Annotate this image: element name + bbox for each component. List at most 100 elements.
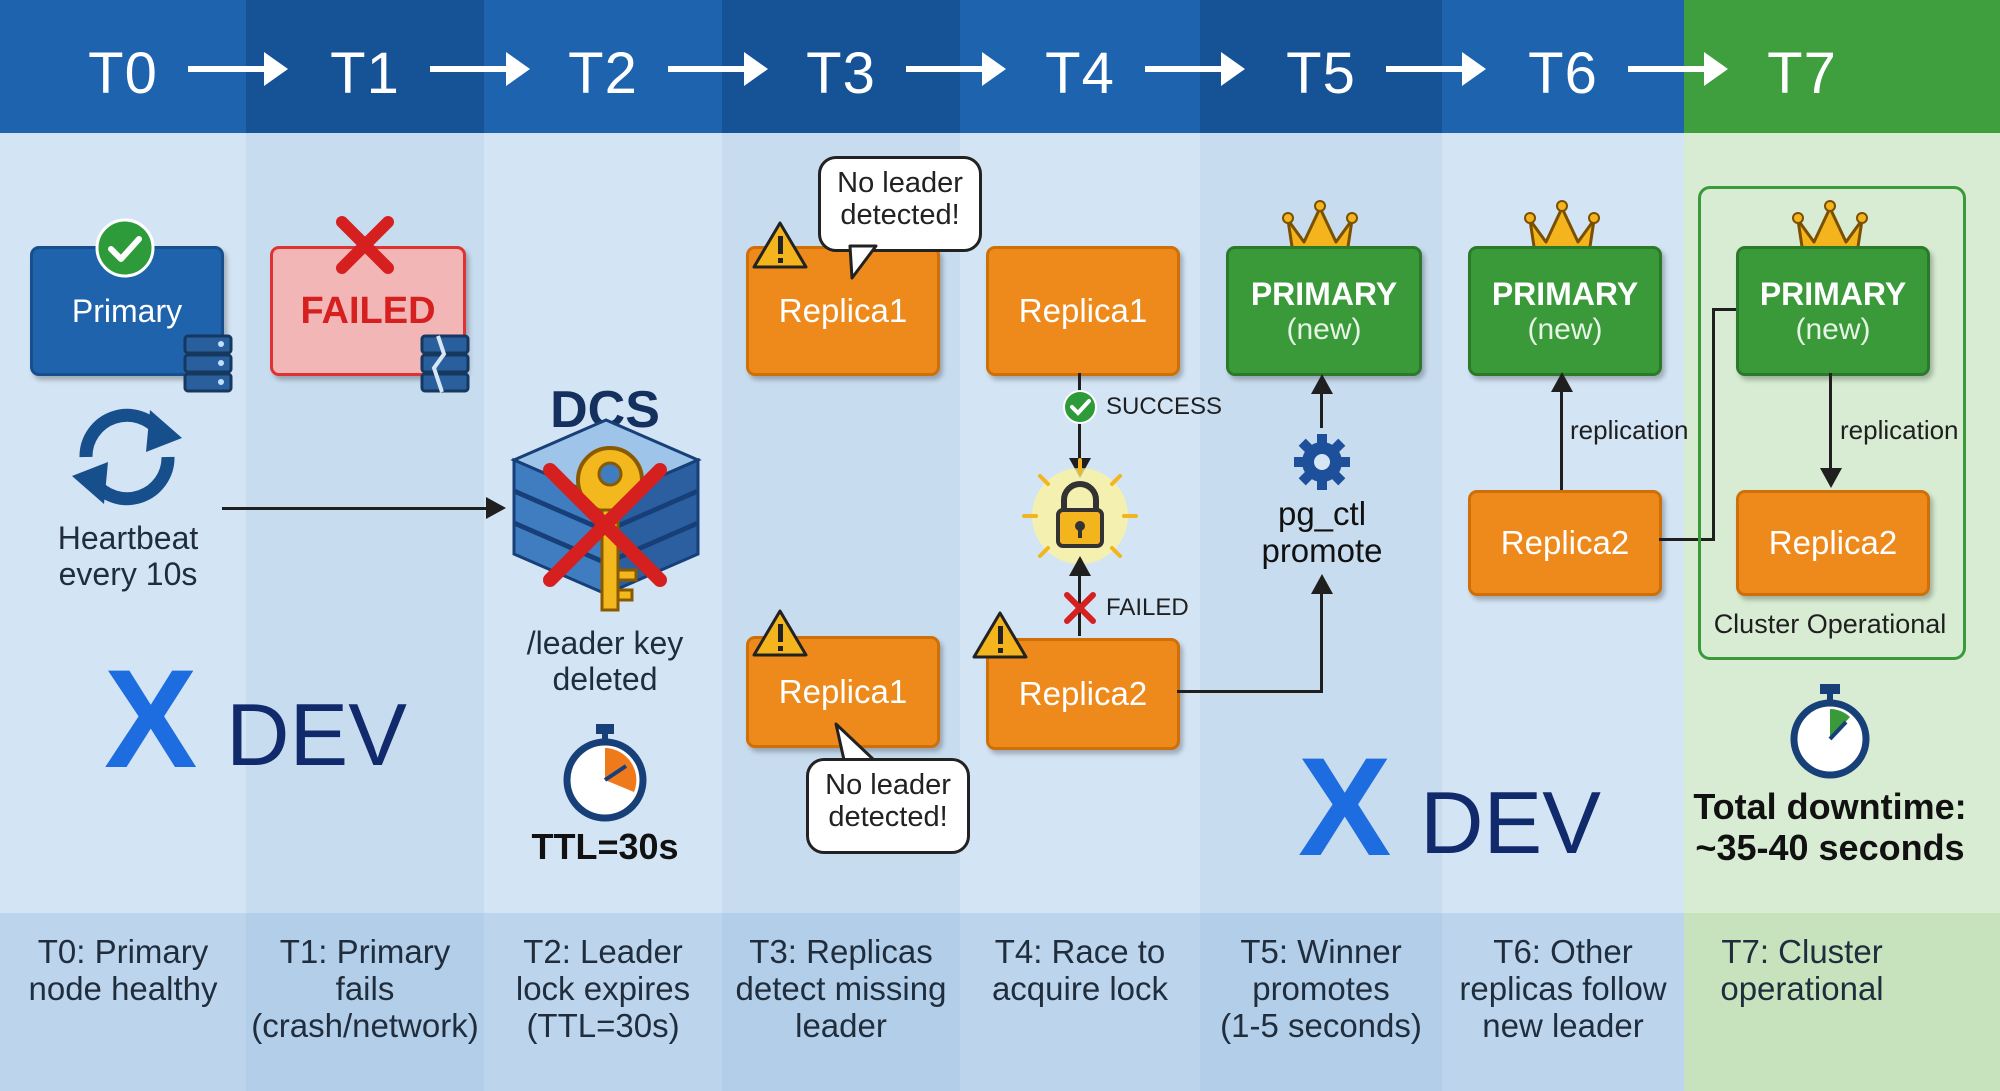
- warning-icon: [752, 221, 808, 269]
- timeline-arrow: [430, 52, 530, 86]
- caption-line: operational: [1720, 970, 1884, 1007]
- success-label: SUCCESS: [1106, 393, 1223, 420]
- logo-dev: DEV: [226, 685, 407, 784]
- cross-connector-top: [1712, 308, 1736, 311]
- new-primary-t7: PRIMARY (new): [1736, 246, 1930, 376]
- timeline-arrow: [668, 52, 768, 86]
- stopwatch-icon: [1790, 684, 1870, 779]
- caption-line: detect missing: [735, 970, 947, 1007]
- column-footer: [722, 913, 960, 1091]
- arrowhead: [1311, 374, 1333, 394]
- cluster-operational-frame: [1698, 186, 1966, 660]
- xdev-logo: X DEV: [1298, 728, 1618, 885]
- caption-line: (1-5 seconds): [1220, 1007, 1422, 1044]
- caption-line: replicas follow: [1459, 970, 1667, 1007]
- arrowhead: [1311, 574, 1333, 594]
- leader-key-deleted: /leader key deleted: [526, 625, 684, 697]
- caption-line: acquire lock: [991, 970, 1169, 1007]
- heartbeat-arrow: [222, 507, 490, 510]
- caption-line: new leader: [1482, 1007, 1644, 1044]
- success-check-icon: [1063, 390, 1097, 424]
- failed-x-icon: [1064, 592, 1096, 624]
- timeline-label-t2: T2: [568, 41, 638, 106]
- timeline-label-t1: T1: [330, 41, 400, 106]
- caption-line: T5: Winner: [1240, 933, 1402, 970]
- warning-icon: [972, 611, 1028, 659]
- caption-line: fails: [335, 970, 395, 1007]
- timeline-arrow: [1145, 52, 1245, 86]
- broken-server-icon: [420, 334, 470, 393]
- promote-connector-vertical: [1320, 590, 1323, 693]
- bubble-tail: [848, 244, 878, 280]
- logo-x: X: [104, 640, 198, 797]
- caption-line: (TTL=30s): [526, 1007, 680, 1044]
- x-mark-icon: [336, 216, 394, 274]
- timeline-arrow: [188, 52, 288, 86]
- replication-label: replication: [1840, 415, 1959, 445]
- caption-line: lock expires: [515, 970, 691, 1007]
- column-footer: [1200, 913, 1442, 1091]
- arrowhead: [1820, 468, 1842, 488]
- caption-line: T1: Primary: [279, 933, 451, 970]
- arrowhead: [1069, 556, 1091, 576]
- timeline-arrow: [1386, 52, 1486, 86]
- caption-line: T4: Race to: [994, 933, 1166, 970]
- caption-line: T0: Primary: [37, 933, 209, 970]
- logo-x: X: [1298, 728, 1392, 885]
- column-t1: [246, 0, 484, 1091]
- caption-line: (crash/network): [251, 1007, 479, 1044]
- caption-line: T2: Leader: [523, 933, 683, 970]
- gear-icon: [1294, 434, 1350, 490]
- timeline-label-t5: T5: [1286, 41, 1356, 106]
- timeline-arrow: [1628, 52, 1728, 86]
- column-footer: [960, 913, 1200, 1091]
- no-leader-bubble-bottom: No leader detected!: [806, 758, 970, 854]
- lock-icon: [1022, 458, 1138, 574]
- column-footer: [1684, 913, 2000, 1091]
- caption-line: leader: [795, 1007, 887, 1044]
- replication-label: replication: [1570, 415, 1689, 445]
- failed-label: FAILED: [300, 289, 436, 332]
- caption-line: node healthy: [28, 970, 218, 1007]
- warning-icon: [752, 609, 808, 657]
- refresh-icon: [72, 408, 182, 506]
- cluster-operational-label: Cluster Operational: [1713, 609, 1947, 639]
- column-footer: [484, 913, 722, 1091]
- timeline-label-t3: T3: [806, 41, 876, 106]
- timeline-label-t6: T6: [1528, 41, 1598, 106]
- no-leader-bubble-top: No leader detected!: [818, 156, 982, 252]
- column-footer: [246, 913, 484, 1091]
- replication-line: [1829, 373, 1832, 473]
- total-downtime: Total downtime: ~35-40 seconds: [1693, 786, 1967, 868]
- cross-connector-vertical: [1712, 308, 1715, 541]
- caption-line: T6: Other: [1493, 933, 1633, 970]
- caption-line: promotes: [1252, 970, 1390, 1007]
- primary-label: Primary: [71, 292, 183, 329]
- new-primary-t6: PRIMARY (new): [1468, 246, 1662, 376]
- delete-x-icon: [543, 463, 667, 587]
- arrowhead: [1551, 372, 1573, 392]
- caption-line: T3: Replicas: [749, 933, 933, 970]
- pg-ctl-promote: pg_ctl promote: [1261, 495, 1383, 569]
- timeline-label-t4: T4: [1045, 41, 1115, 106]
- caption-line: T7: Cluster: [1721, 933, 1883, 970]
- promote-connector: [1177, 690, 1323, 693]
- ttl-label: TTL=30s: [531, 826, 679, 867]
- timeline-arrow: [906, 52, 1006, 86]
- connector: [1320, 392, 1323, 428]
- check-icon: [95, 218, 155, 278]
- arrowhead: [486, 497, 506, 519]
- column-footer: [1442, 913, 1684, 1091]
- replication-line: [1560, 390, 1563, 490]
- replica1-t4: Replica1: [986, 246, 1180, 376]
- server-icon: [183, 334, 233, 393]
- logo-dev: DEV: [1420, 773, 1601, 872]
- column-header: [1684, 0, 2000, 133]
